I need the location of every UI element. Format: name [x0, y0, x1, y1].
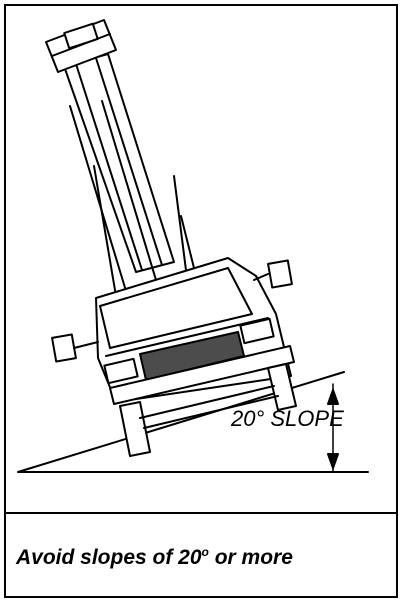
left-mirror — [51, 333, 77, 363]
boom — [63, 53, 175, 273]
right-mirror — [267, 259, 293, 289]
left-wheel — [119, 401, 151, 457]
caption-text: Avoid slopes of 20 — [16, 546, 202, 569]
caption-text-suffix: or more — [208, 546, 293, 569]
slope-diagram: 20° SLOPE — [17, 19, 369, 473]
slope-label: 20° SLOPE — [230, 406, 344, 431]
truck-body — [51, 257, 297, 457]
caption: Avoid slopes of 20o or more — [16, 545, 293, 570]
right-headlight — [239, 317, 275, 345]
dimension-arrow-top — [327, 389, 339, 405]
windshield — [99, 267, 253, 349]
boom-truck — [45, 19, 297, 457]
degree-mark: o — [201, 545, 209, 559]
left-headlight — [103, 357, 139, 385]
dimension-arrow-bottom — [327, 453, 339, 469]
caption-divider — [4, 512, 398, 514]
bumper — [109, 345, 295, 405]
